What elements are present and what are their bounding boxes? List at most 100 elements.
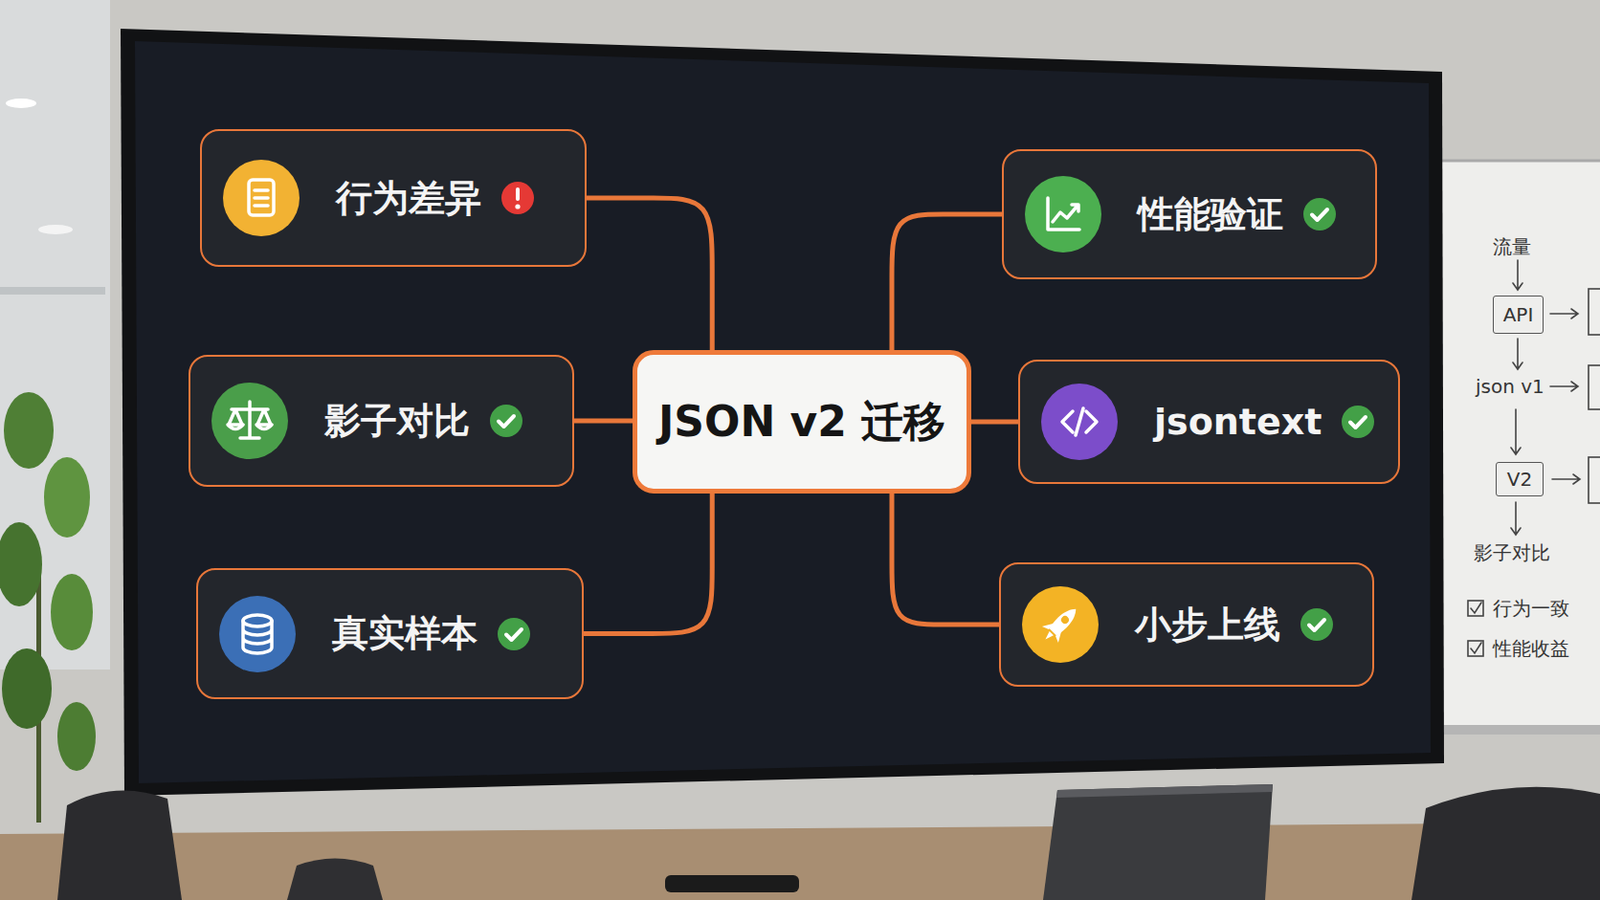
check-mark	[1470, 643, 1482, 654]
icon-disc	[211, 382, 289, 460]
alert-badge	[500, 180, 535, 216]
chair	[1411, 787, 1600, 900]
leaf	[57, 702, 96, 772]
remote-control	[665, 875, 800, 893]
sketch-arrow	[1511, 502, 1521, 535]
icon-glyph	[227, 401, 272, 439]
node-text: 真实样本	[332, 609, 478, 659]
check-badge	[1299, 607, 1334, 643]
whiteboard-sketch	[1467, 260, 1600, 657]
icon-disc	[1041, 383, 1118, 461]
branch-box: 小步上线	[999, 562, 1375, 688]
node-text: 小步上线	[1134, 600, 1281, 650]
leaf	[44, 457, 90, 538]
icon-glyph	[1062, 408, 1097, 436]
icon-glyph	[1037, 600, 1085, 648]
central-topic: JSON v2 迁移	[632, 350, 972, 494]
alert-bar	[515, 187, 520, 201]
node-text: API	[1503, 303, 1534, 327]
icon-disc	[219, 596, 296, 673]
check-badge	[1302, 197, 1337, 232]
whiteboard-tray	[1435, 725, 1600, 735]
chair	[57, 790, 182, 900]
check-mark	[506, 629, 522, 641]
node-text: JSON v2 迁移	[658, 394, 946, 451]
whiteboard-surface	[1435, 160, 1600, 731]
laptop	[1043, 784, 1273, 900]
sketch-box	[1588, 365, 1600, 410]
board-note: 影子对比	[1473, 541, 1551, 565]
sketch-arrow	[1511, 409, 1521, 455]
branch-connector	[891, 214, 1002, 351]
board-note: 行为一致	[1492, 597, 1570, 621]
node-icon	[1022, 586, 1099, 664]
checkbox	[1467, 641, 1484, 657]
node-icon	[222, 159, 300, 237]
sketch-arrow	[1512, 338, 1523, 370]
sketch-box	[1588, 457, 1600, 504]
node-icon	[219, 596, 296, 673]
icon-glyph	[248, 179, 274, 216]
branch-box: 性能验证	[1001, 149, 1378, 280]
sketch-arrow	[1550, 309, 1578, 319]
sketch-box	[1588, 288, 1600, 335]
leaf	[50, 574, 93, 651]
branch-connector	[574, 419, 633, 424]
icon-glyph	[1047, 198, 1080, 230]
node-icon	[1041, 383, 1118, 461]
check-disc	[1303, 198, 1336, 231]
whiteboard	[1435, 160, 1600, 735]
sketch-box: API	[1492, 295, 1544, 334]
icon-disc	[1022, 586, 1099, 664]
chair	[287, 859, 383, 900]
branch-connector	[583, 493, 712, 635]
check-badge	[1340, 404, 1376, 440]
check-disc	[1341, 405, 1375, 439]
check-mark	[1350, 417, 1366, 428]
branch-box: jsontext	[1018, 359, 1400, 485]
checkbox	[1467, 600, 1484, 617]
window-frame	[0, 287, 106, 295]
laptop-edge	[1056, 784, 1273, 799]
alert-disc	[501, 181, 534, 215]
table	[0, 822, 1600, 900]
leaf	[1, 648, 52, 730]
branch-connector	[891, 493, 1000, 625]
node-text: jsontext	[1154, 400, 1322, 444]
check-disc	[1300, 608, 1334, 642]
check-disc	[497, 618, 531, 651]
icon-glyph	[243, 615, 272, 654]
check-mark	[1309, 620, 1325, 631]
check-mark	[1470, 602, 1482, 614]
node-text: 性能验证	[1137, 190, 1284, 240]
node-text: 影子对比	[324, 397, 470, 446]
sketch-arrow	[1552, 474, 1580, 485]
check-badge	[496, 617, 532, 652]
check-mark	[498, 416, 514, 427]
check-badge	[488, 403, 524, 439]
branch-box: 行为差异	[200, 129, 587, 267]
sketch-arrow	[1550, 381, 1578, 392]
sketch-box: V2	[1495, 462, 1544, 497]
board-note: 流量	[1492, 235, 1532, 259]
node-icon	[211, 382, 289, 460]
ceiling-light	[38, 224, 73, 235]
ceiling-light	[5, 98, 37, 109]
icon-disc	[222, 159, 300, 237]
leaf	[3, 392, 54, 469]
alert-dot	[514, 203, 520, 209]
screen-bezel	[120, 28, 1445, 797]
node-text: 行为差异	[335, 174, 482, 223]
screen-display	[134, 41, 1431, 784]
node-icon	[1024, 176, 1102, 253]
branch-connector	[971, 420, 1019, 425]
check-disc	[489, 404, 523, 438]
icon-disc	[1024, 176, 1102, 253]
branch-connector	[586, 198, 712, 351]
board-note: 性能收益	[1492, 637, 1570, 661]
leaf	[0, 522, 43, 607]
check-mark	[1311, 209, 1328, 221]
